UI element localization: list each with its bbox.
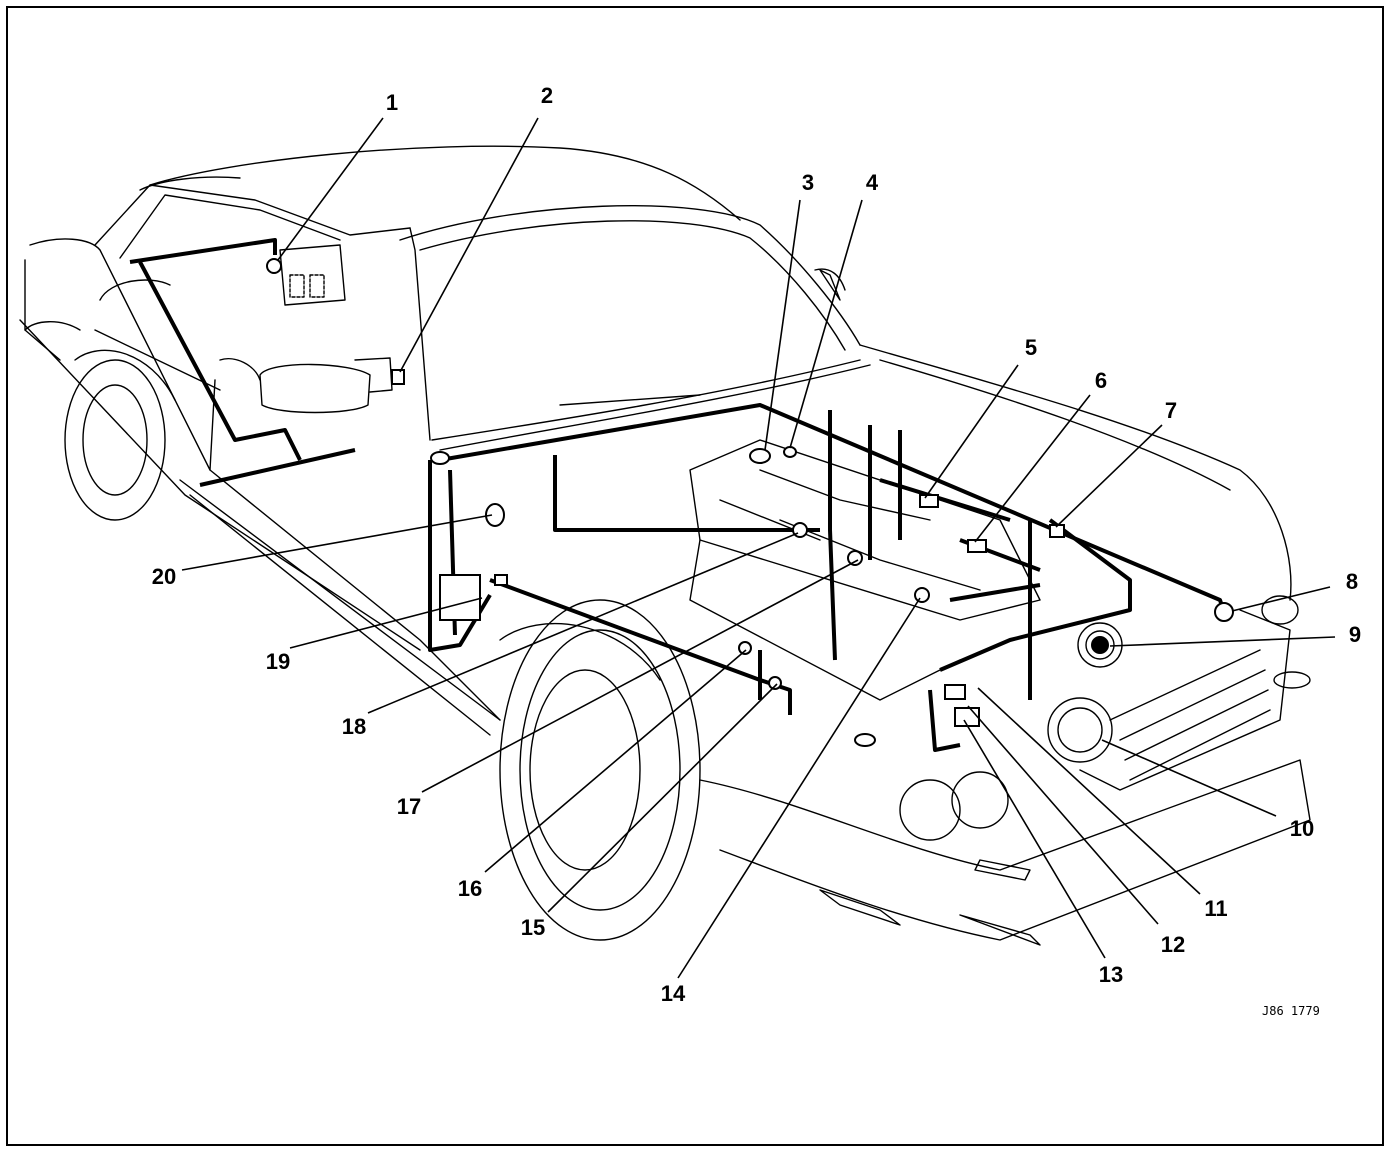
callout-20: 20 (151, 564, 177, 589)
callout-2: 2 (540, 83, 554, 108)
callout-11: 11 (1204, 896, 1228, 921)
callout-5: 5 (1024, 335, 1038, 360)
callout-7: 7 (1164, 398, 1178, 423)
callout-10: 10 (1289, 816, 1315, 841)
callout-8: 8 (1345, 569, 1359, 594)
callout-1: 1 (385, 90, 399, 115)
callout-16: 16 (457, 876, 483, 901)
figure-reference: J86 1779 (1262, 1004, 1320, 1018)
leader-lines (181, 117, 1336, 979)
callout-19: 19 (265, 649, 291, 674)
figure-frame (6, 6, 1384, 1146)
callout-12: 12 (1160, 932, 1186, 957)
callout-15: 15 (520, 915, 546, 940)
callout-6: 6 (1094, 368, 1108, 393)
callout-18: 18 (341, 714, 367, 739)
callout-13: 13 (1098, 962, 1124, 987)
callout-14: 14 (660, 981, 686, 1006)
callout-3: 3 (801, 170, 815, 195)
car-body-outline (19, 145, 1311, 946)
callout-4: 4 (865, 170, 879, 195)
callout-17: 17 (396, 794, 422, 819)
components (266, 258, 1234, 747)
callout-9: 9 (1348, 622, 1362, 647)
wiring-harness (129, 238, 1227, 752)
